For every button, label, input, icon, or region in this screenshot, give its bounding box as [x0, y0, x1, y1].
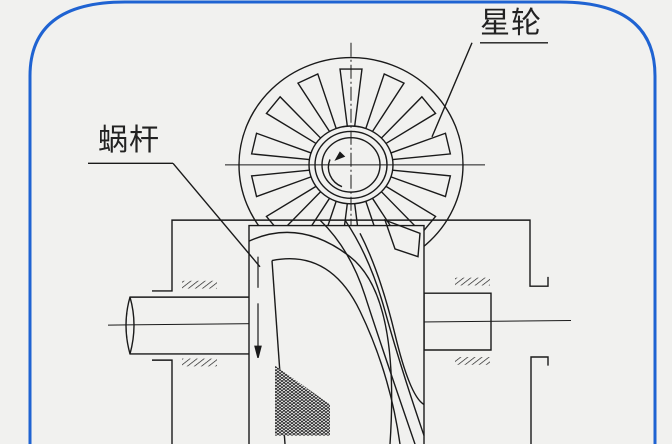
star-wheel-leader [432, 43, 472, 137]
star-wheel-tooth [252, 170, 311, 196]
bearing-hatch [182, 358, 217, 367]
housing [152, 220, 548, 444]
screw-leader [173, 163, 260, 266]
screw [249, 220, 424, 444]
star-wheel-label: 星轮 [480, 6, 542, 41]
star-wheel-tooth [298, 74, 336, 132]
star-wheel-tooth [252, 133, 311, 159]
bearing-hatch [182, 280, 217, 289]
star-wheel-tooth [381, 97, 435, 144]
star-wheel-tooth [391, 170, 450, 196]
frame-border [28, 0, 657, 444]
screw-label: 蜗杆 [98, 123, 160, 158]
star-wheel-tooth [266, 97, 320, 144]
star-wheel-tooth [366, 74, 404, 132]
bearing-hatch [455, 357, 490, 365]
bearing-hatch [455, 277, 490, 286]
star-wheel-tooth [381, 186, 435, 233]
star-wheel-tooth [391, 133, 450, 159]
star-wheel-tooth [266, 186, 320, 233]
